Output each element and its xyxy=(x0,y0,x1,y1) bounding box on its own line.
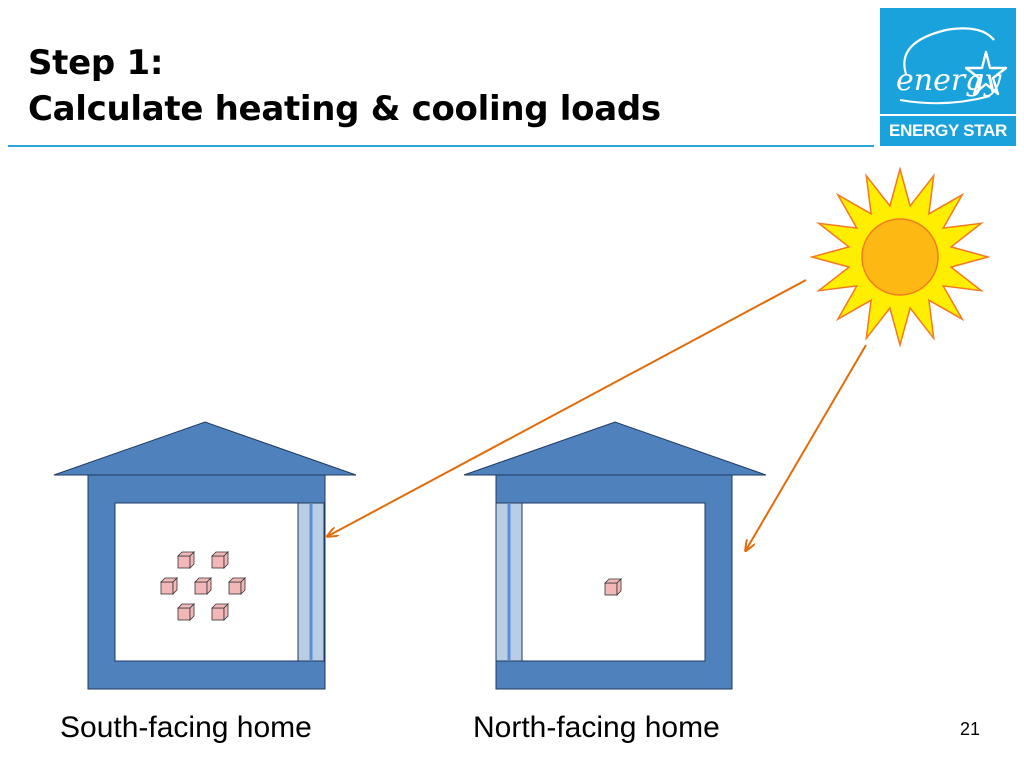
south-heat-unit-cube xyxy=(194,577,212,595)
energy-wordmark: energy xyxy=(896,63,1002,98)
title-line-2: Calculate heating & cooling loads xyxy=(28,89,661,129)
energy-star-emblem-icon: energy xyxy=(896,27,1008,105)
sun-icon xyxy=(809,166,991,348)
south-heat-unit-cube xyxy=(211,603,229,621)
north-home-roof xyxy=(463,421,767,476)
north-home-caption: North-facing home xyxy=(473,711,720,744)
sun-core xyxy=(861,218,939,296)
south-home-roof xyxy=(53,421,357,476)
energy-star-label: ENERGY STAR xyxy=(880,114,1016,146)
north-heat-gain-units xyxy=(604,578,622,596)
sunlight-arrow-to-south-window xyxy=(328,279,807,536)
north-heat-unit-cube xyxy=(604,578,622,596)
south-heat-unit-cube xyxy=(160,577,178,595)
title-divider xyxy=(8,145,874,147)
page-number: 21 xyxy=(960,719,981,739)
title-line-1: Step 1: xyxy=(28,43,164,83)
south-heat-unit-cube xyxy=(177,551,195,569)
sunlight-arrow-to-north-home xyxy=(746,344,867,550)
south-heat-gain-units xyxy=(160,551,246,621)
south-facing-home xyxy=(53,421,357,690)
slide-title: Step 1: Calculate heating & cooling load… xyxy=(28,40,661,132)
energy-star-logo: energy ENERGY STAR xyxy=(880,8,1016,146)
south-heat-unit-cube xyxy=(177,603,195,621)
south-home-caption: South-facing home xyxy=(60,711,312,744)
north-facing-home xyxy=(463,421,767,690)
south-heat-unit-cube xyxy=(211,551,229,569)
south-heat-unit-cube xyxy=(228,577,246,595)
